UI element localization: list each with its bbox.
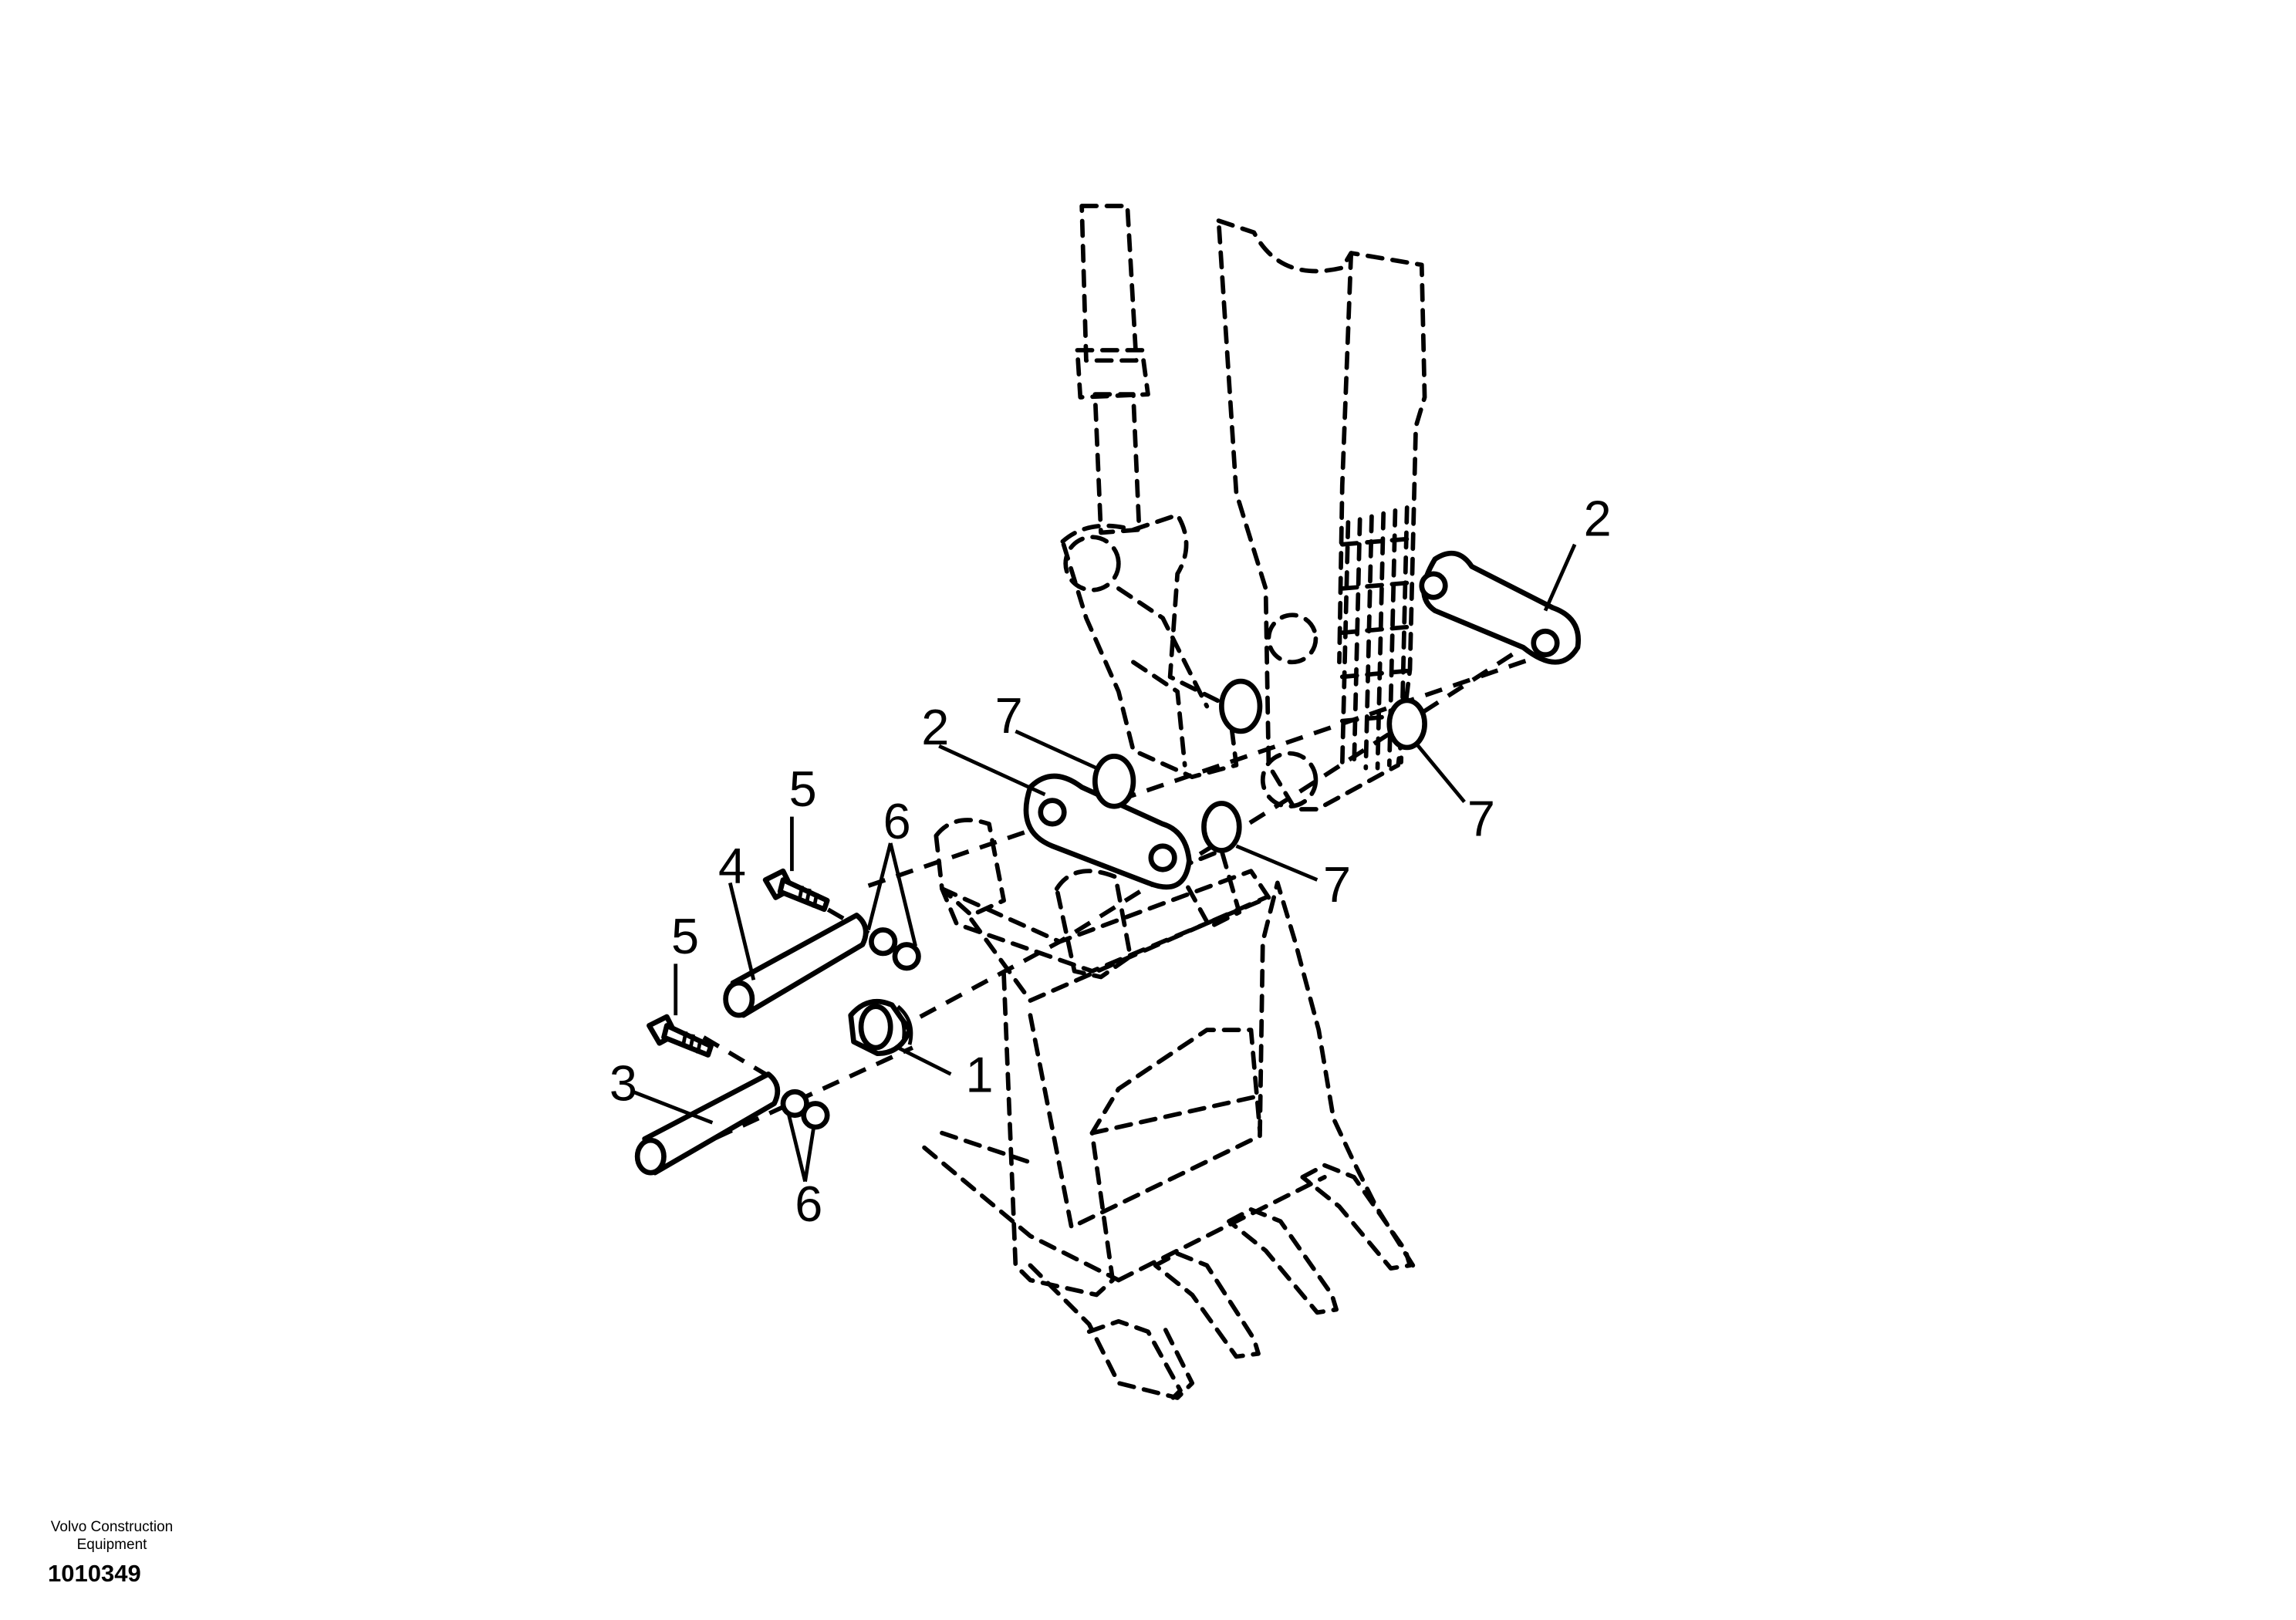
spacer-bushing — [848, 998, 913, 1057]
o-ring-middle — [1201, 801, 1242, 853]
nut-set — [780, 927, 921, 1130]
pin-lower — [634, 1072, 781, 1176]
bolt-upper — [762, 868, 830, 913]
ghost-structure — [922, 204, 1427, 1403]
drawing-number: 1010349 — [48, 1560, 141, 1587]
callout-6-lower: 6 — [795, 1176, 822, 1232]
link-plate-left — [1023, 773, 1192, 890]
o-ring-upper — [1219, 678, 1263, 734]
callouts: 1 2 2 3 4 5 5 6 6 7 7 7 — [609, 490, 1612, 1232]
o-ring-right — [1386, 697, 1427, 751]
bolt-lower — [647, 1014, 714, 1058]
callout-1: 1 — [965, 1046, 993, 1102]
callout-2-left: 2 — [921, 699, 949, 755]
callout-7-right: 7 — [1467, 790, 1495, 846]
leader-lines — [632, 543, 1577, 1183]
callout-7-middle: 7 — [1323, 856, 1351, 913]
callout-6-upper: 6 — [883, 793, 911, 849]
callout-5-lower: 5 — [671, 908, 699, 964]
callout-2-right: 2 — [1584, 490, 1612, 546]
company-name: Volvo Construction Equipment — [50, 1519, 174, 1553]
callout-5-upper: 5 — [789, 761, 817, 817]
pin-upper — [723, 913, 869, 1018]
o-ring-left — [1092, 754, 1136, 809]
callout-4: 4 — [718, 837, 746, 893]
callout-7-left: 7 — [995, 687, 1023, 744]
callout-3: 3 — [609, 1055, 637, 1112]
o-ring-set — [1092, 678, 1427, 853]
link-plate-right — [1419, 550, 1582, 665]
